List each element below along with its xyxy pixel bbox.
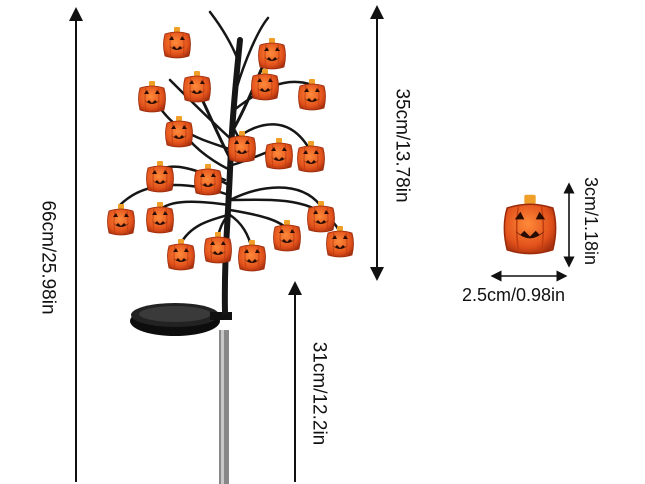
jack-o-lantern-icon [258, 37, 286, 70]
jack-o-lantern-icon [297, 140, 325, 173]
jack-o-lantern-icon [107, 203, 135, 236]
stake-pole [219, 330, 229, 484]
stake-height-label: 31cm/12.2in [308, 341, 330, 446]
jack-o-lantern-icon [163, 26, 191, 59]
pumpkin-height-label: 3cm/1.18in [581, 176, 601, 266]
jack-o-lantern-icon [503, 193, 557, 255]
jack-o-lantern-icon [138, 80, 166, 113]
jack-o-lantern-icon [307, 200, 335, 233]
jack-o-lantern-icon [183, 70, 211, 103]
total-height-label: 66cm/25.98in [37, 200, 59, 315]
jack-o-lantern-icon [251, 68, 279, 101]
tree-pumpkins [107, 26, 354, 272]
tree-height-label: 35cm/13.78in [391, 88, 413, 203]
solar-panel-icon [130, 303, 232, 336]
jack-o-lantern-icon [146, 201, 174, 234]
jack-o-lantern-icon [194, 163, 222, 196]
jack-o-lantern-icon [265, 137, 293, 170]
pumpkin-width-label: 2.5cm/0.98in [462, 285, 566, 305]
jack-o-lantern-icon [238, 239, 266, 272]
jack-o-lantern-icon [167, 238, 195, 271]
jack-o-lantern-icon [273, 219, 301, 252]
